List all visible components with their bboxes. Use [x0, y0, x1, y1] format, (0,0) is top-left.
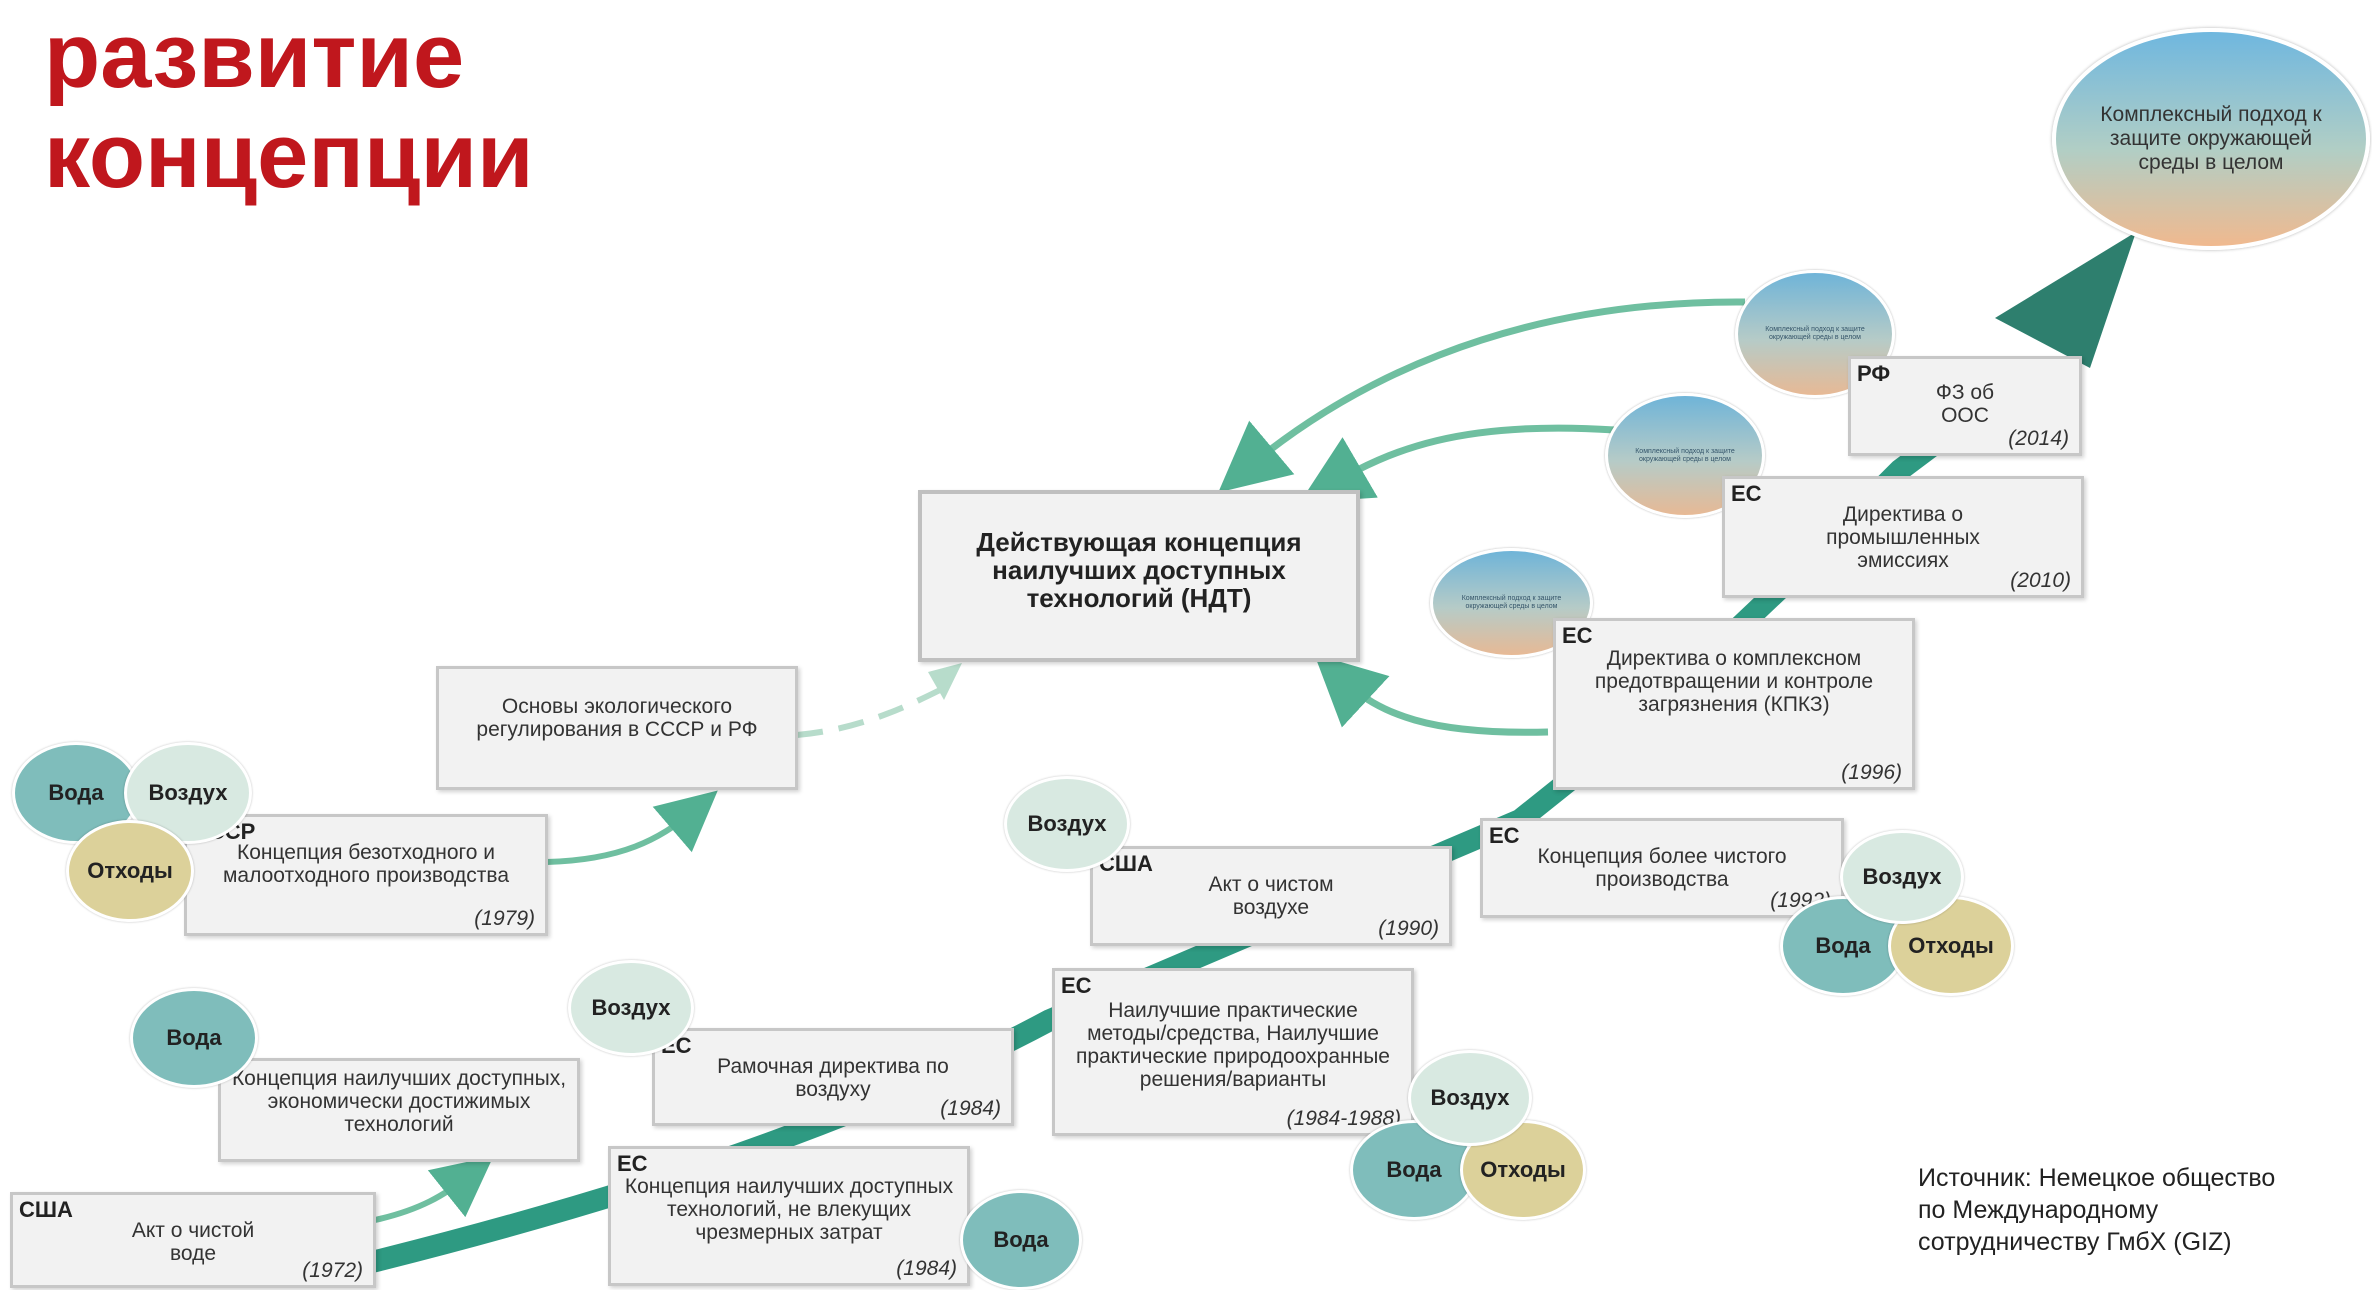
box-ec-1996-year: (1996) — [1841, 761, 1902, 784]
box-rf-2014: РФ ФЗ об ООС (2014) — [1848, 356, 2082, 456]
box-usa-1972: США Акт о чистой воде (1972) — [10, 1192, 376, 1288]
arrow-1972-bat — [374, 1156, 494, 1223]
box-ussr-1979-year: (1979) — [474, 907, 535, 930]
source-line-2: по Международному — [1918, 1196, 2159, 1224]
box-rf-2014-text: ФЗ об ООС — [1935, 381, 1995, 427]
title-line-1: развитие — [44, 5, 465, 107]
box-ec-1996-text: Директива о комплексном предотвращении и… — [1594, 647, 1874, 716]
box-ec-1996: ЕС Директива о комплексном предотвращени… — [1553, 618, 1915, 790]
timeline-arrowhead — [1995, 232, 2136, 368]
box-ec-1992: ЕС Концепция более чистого производства … — [1480, 818, 1844, 918]
arrow-1979-basics — [546, 790, 718, 865]
box-ec-2010-year: (2010) — [2010, 569, 2071, 592]
center-concept-box: Действующая концепция наилучших доступны… — [918, 490, 1360, 662]
box-ec-1984-1988-header: ЕС — [1061, 973, 1092, 998]
box-ec-1984-1988: ЕС Наилучшие практические методы/средств… — [1052, 968, 1414, 1136]
box-usa-1972-year: (1972) — [302, 1259, 363, 1282]
box-ussr-basics-text: Основы экологического регулирования в СС… — [476, 695, 758, 741]
source-note: Источник: Немецкое общество по Междунаро… — [1918, 1162, 2275, 1258]
arrow-from-1996 — [1314, 654, 1549, 736]
box-ussr-1979: СССР Концепция безотходного и малоотходн… — [184, 814, 548, 936]
box-usa-1990-text: Акт о чистом воздухе — [1208, 873, 1334, 919]
box-ussr-basics: Основы экологического регулирования в СС… — [436, 666, 798, 790]
box-usa-1990: США Акт о чистом воздухе (1990) — [1090, 846, 1452, 946]
box-ec-1984-bat-year: (1984) — [896, 1257, 957, 1280]
box-ec-1984-air: ЕС Рамочная директива по воздуху (1984) — [652, 1028, 1014, 1126]
box-bat-econ-text: Концепция наилучших доступных, экономиче… — [231, 1067, 567, 1136]
water-circle-bat: Вода — [130, 988, 258, 1088]
dashed-arrowhead — [928, 663, 962, 700]
box-rf-2014-year: (2014) — [2008, 427, 2069, 450]
box-ec-1984-air-year: (1984) — [940, 1097, 1001, 1120]
air-circle-ec1984: Воздух — [568, 960, 694, 1056]
box-rf-2014-header: РФ — [1857, 361, 1891, 386]
box-ec-2010-text: Директива о промышленных эмиссиях — [1826, 503, 1980, 572]
air-circle-usa1990: Воздух — [1004, 776, 1130, 872]
waste-circle-ussr: Отходы — [66, 820, 194, 922]
box-ec-1984-bat-text: Концепция наилучших доступных технологий… — [624, 1175, 954, 1244]
arrow-from-2014 — [1218, 298, 1746, 493]
box-ec-2010: ЕС Директива о промышленных эмиссиях (20… — [1722, 476, 2084, 598]
goal-circle: Комплексный подход к защите окружающей с… — [2052, 28, 2370, 250]
box-ec-1984-bat-header: ЕС — [617, 1151, 648, 1176]
box-ec-1996-header: ЕС — [1562, 623, 1593, 648]
air-circle-ec1992: Воздух — [1840, 830, 1964, 924]
box-ec-1992-text: Концепция более чистого производства — [1537, 845, 1787, 891]
source-line-3: сотрудничеству ГмбХ (GIZ) — [1918, 1228, 2232, 1256]
box-bat-econ: Концепция наилучших доступных, экономиче… — [218, 1058, 580, 1162]
box-ussr-1979-text: Концепция безотходного и малоотходного п… — [222, 841, 510, 887]
center-concept-text: Действующая концепция наилучших доступны… — [976, 527, 1302, 613]
source-line-1: Источник: Немецкое общество — [1918, 1164, 2276, 1192]
water-circle-ec1984: Вода — [960, 1190, 1082, 1290]
box-ec-1984-1988-year: (1984-1988) — [1286, 1107, 1401, 1130]
box-ec-1992-header: ЕС — [1489, 823, 1520, 848]
arrow-from-2010 — [1299, 424, 1616, 503]
box-usa-1972-text: Акт о чистой воде — [131, 1219, 255, 1265]
box-usa-1972-header: США — [19, 1197, 73, 1222]
title-line-2: концепции — [44, 105, 534, 207]
box-ec-1984-bat: ЕС Концепция наилучших доступных техноло… — [608, 1146, 970, 1286]
air-circle-ec1988: Воздух — [1408, 1050, 1532, 1146]
box-ec-1984-air-text: Рамочная директива по воздуху — [717, 1055, 949, 1101]
waste-circle-ec1992: Отходы — [1888, 896, 2014, 996]
box-usa-1990-year: (1990) — [1378, 917, 1439, 940]
box-ec-1984-1988-text: Наилучшие практические методы/средства, … — [1076, 999, 1390, 1091]
dashed-arrow — [796, 687, 942, 738]
box-ec-2010-header: ЕС — [1731, 481, 1762, 506]
